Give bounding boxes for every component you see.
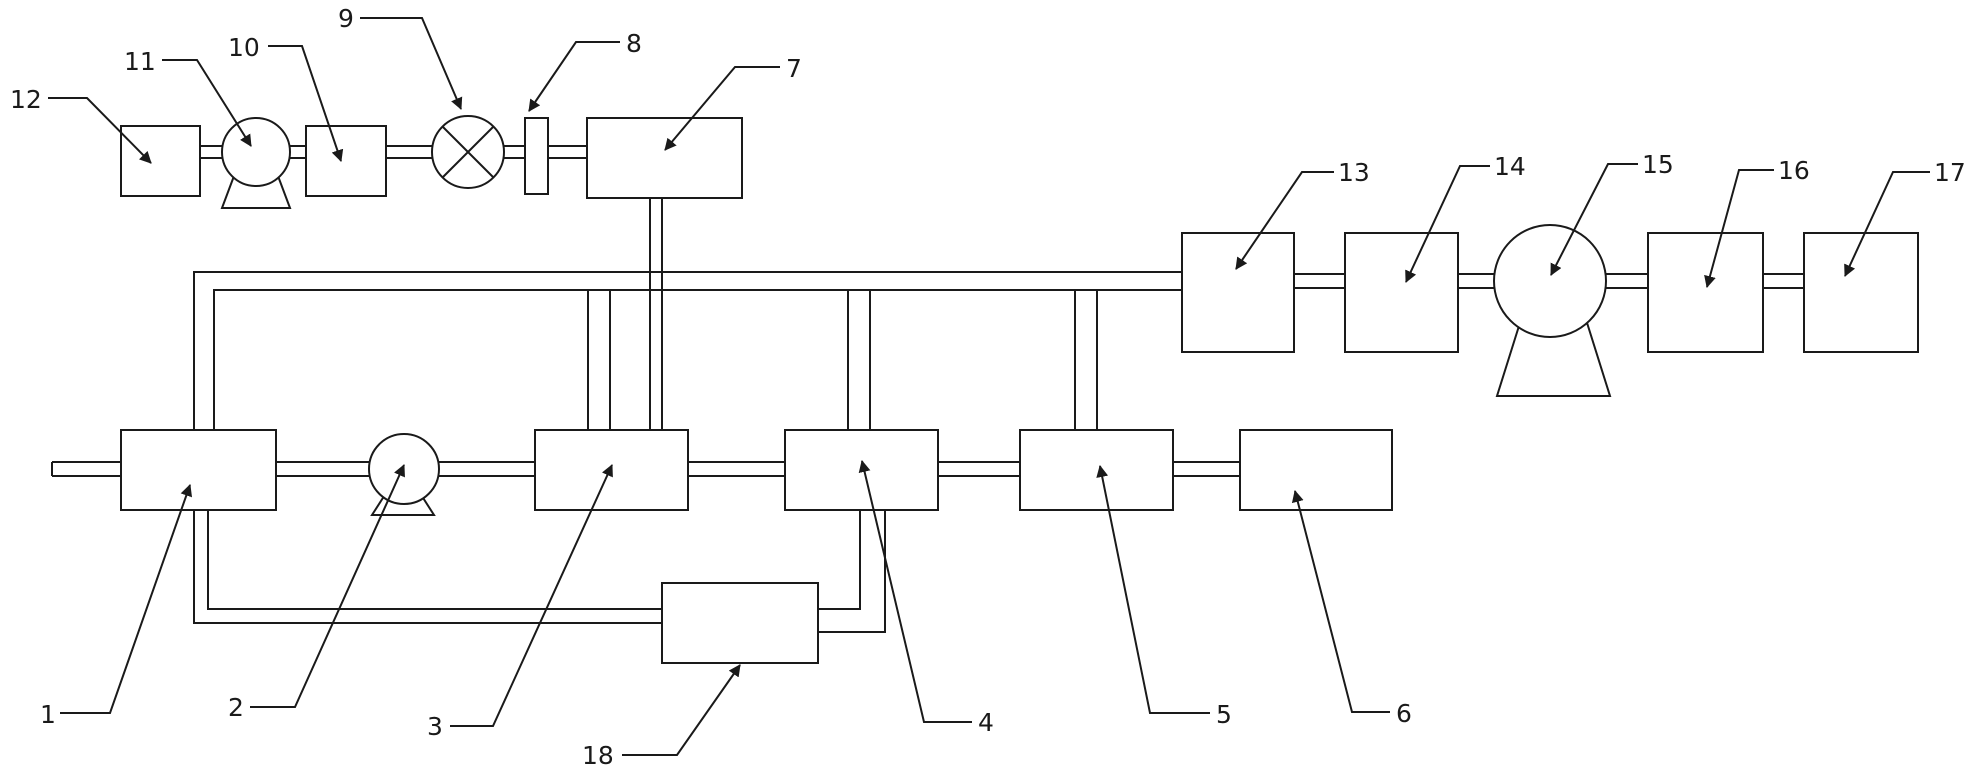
- pump-2-icon: [368, 433, 440, 516]
- label-2: 2: [228, 693, 244, 722]
- pump-11-icon: [220, 117, 292, 209]
- label-11: 11: [124, 47, 156, 76]
- block-13: [1181, 232, 1295, 353]
- leader-4: [858, 460, 972, 723]
- leader-7: [664, 66, 780, 151]
- label-13: 13: [1338, 158, 1370, 187]
- block-7: [586, 117, 743, 199]
- label-3: 3: [427, 712, 443, 741]
- leader-13: [1235, 171, 1334, 270]
- main-pipe: [51, 461, 1240, 477]
- label-14: 14: [1494, 152, 1526, 181]
- label-12: 12: [10, 85, 42, 114]
- label-18: 18: [582, 741, 614, 770]
- label-16: 16: [1778, 156, 1810, 185]
- right-row-pipe: [1294, 273, 1804, 289]
- leader-3: [450, 464, 613, 727]
- leader-9: [360, 17, 463, 110]
- label-8: 8: [626, 29, 642, 58]
- label-15: 15: [1642, 150, 1674, 179]
- leader-10: [268, 45, 344, 162]
- block-10: [305, 125, 387, 197]
- block-17: [1803, 232, 1919, 353]
- leader-11: [162, 59, 252, 147]
- pipe-network: [51, 145, 1804, 633]
- upper-header-pipe: [193, 271, 1182, 430]
- block-16: [1647, 232, 1764, 353]
- label-9: 9: [338, 4, 354, 33]
- number-labels: 1 2 3 4 5 6 18 12 11 10 9 8 7 13 14 15 1…: [10, 4, 1966, 770]
- top-row-pipe: [200, 145, 587, 159]
- leader-16: [1704, 169, 1774, 288]
- pipe-loop-18: [193, 510, 886, 633]
- label-6: 6: [1396, 699, 1412, 728]
- leader-5: [1096, 465, 1210, 714]
- label-4: 4: [978, 708, 994, 737]
- leader-17: [1844, 171, 1930, 277]
- label-1: 1: [40, 700, 56, 729]
- block-18: [661, 582, 819, 664]
- valve-9-icon: [431, 115, 505, 189]
- block-14: [1344, 232, 1459, 353]
- leader-2: [250, 464, 405, 708]
- block-4: [784, 429, 939, 511]
- leader-8: [528, 41, 620, 112]
- block-5: [1019, 429, 1174, 511]
- block-3: [534, 429, 689, 511]
- leader-1: [60, 484, 193, 714]
- leader-14: [1405, 165, 1490, 283]
- block-6: [1239, 429, 1393, 511]
- pipe-7-to-3: [649, 198, 663, 430]
- equipment-blocks: [120, 117, 1919, 664]
- label-5: 5: [1216, 700, 1232, 729]
- leader-12: [48, 97, 152, 164]
- leader-15: [1550, 163, 1638, 276]
- block-1: [120, 429, 277, 511]
- block-8: [524, 117, 549, 195]
- label-17: 17: [1934, 158, 1966, 187]
- leader-18: [622, 664, 741, 756]
- label-10: 10: [228, 33, 260, 62]
- block-12: [120, 125, 201, 197]
- label-7: 7: [786, 54, 802, 83]
- leader-lines: [48, 17, 1930, 756]
- pump-15-icon: [1493, 224, 1612, 397]
- leader-6: [1291, 490, 1390, 713]
